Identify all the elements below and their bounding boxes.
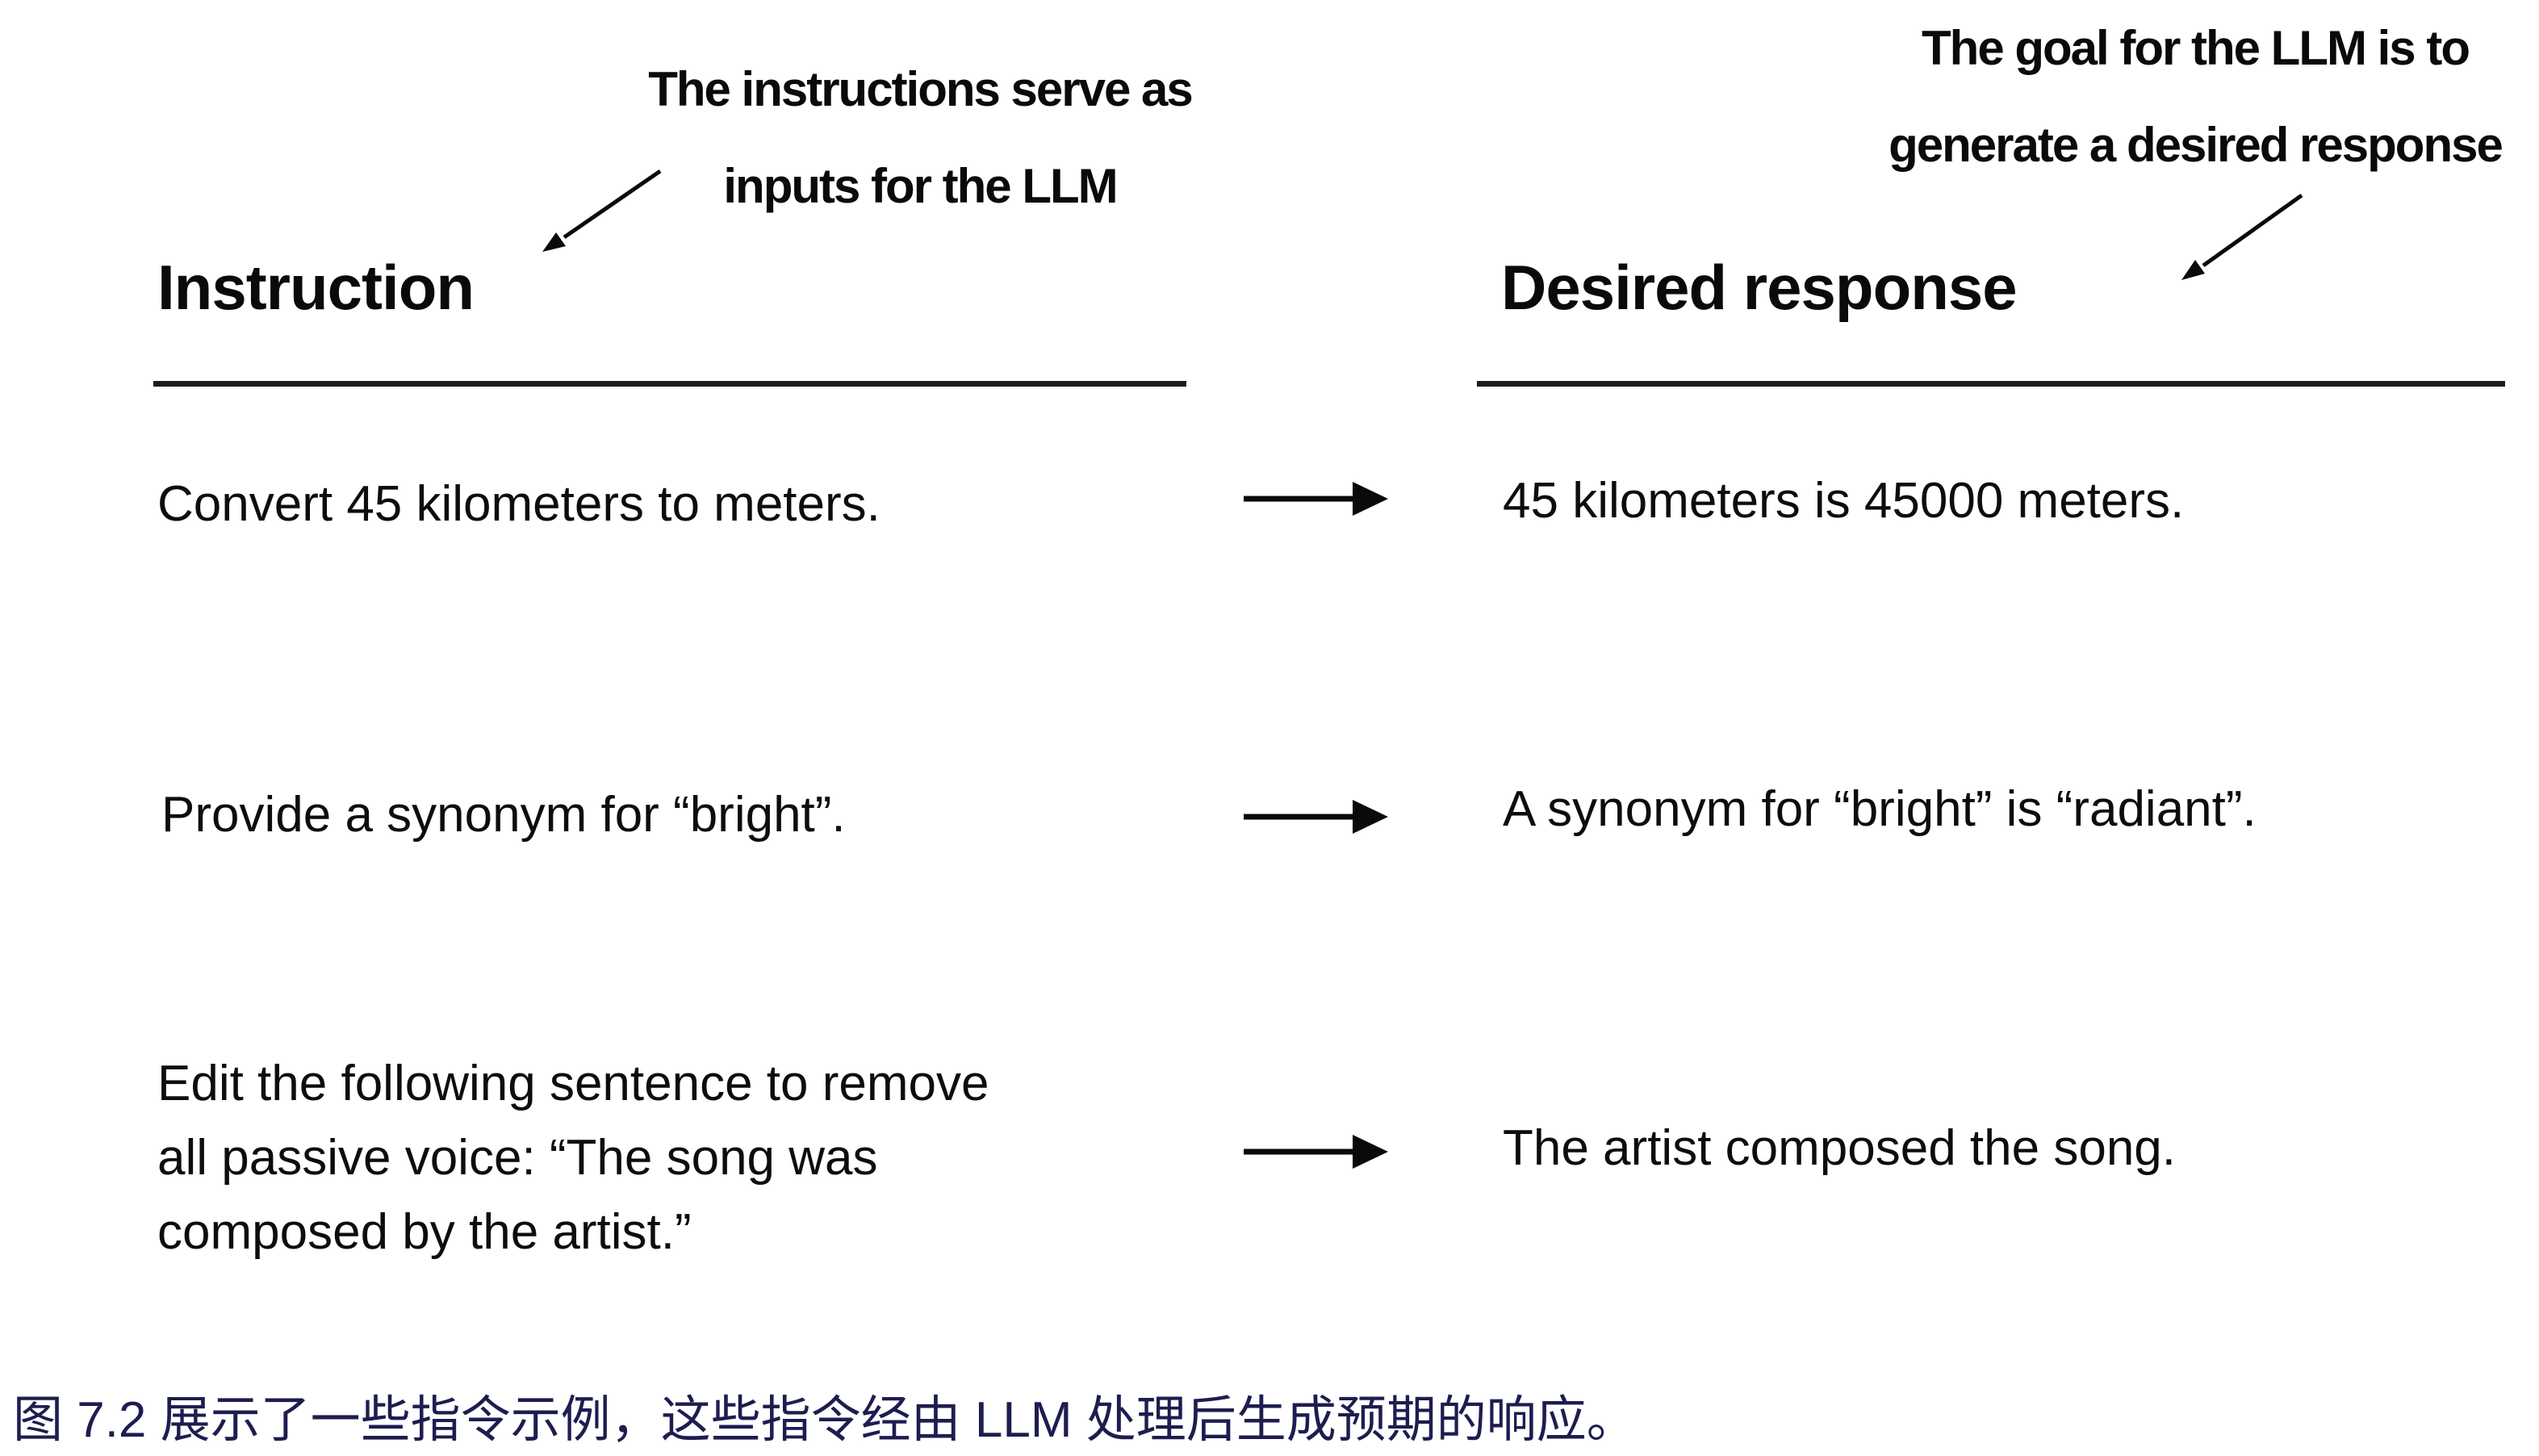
annotation-left-line2: inputs for the LLM	[723, 159, 1118, 213]
annotation-left: The instructions serve as inputs for the…	[517, 41, 1324, 235]
figure-caption: 图 7.2 展示了一些指令示例，这些指令经由 LLM 处理后生成预期的响应。	[13, 1392, 1637, 1448]
response-cell: The artist composed the song.	[1503, 1120, 2177, 1176]
arrow-down-left-icon	[2169, 186, 2315, 299]
annotation-right: The goal for the LLM is to generate a de…	[1832, 0, 2539, 194]
arrow-right-icon	[1241, 1128, 1391, 1176]
response-cell: 45 kilometers is 45000 meters.	[1503, 473, 2185, 529]
response-header-rule	[1477, 381, 2505, 387]
response-cell: A synonym for “bright” is “radiant”.	[1503, 781, 2257, 837]
response-column-header: Desired response	[1501, 252, 2018, 323]
annotation-right-line1: The goal for the LLM is to	[1922, 21, 2470, 75]
arrow-right-icon	[1241, 475, 1391, 523]
annotation-right-line2: generate a desired response	[1889, 118, 2503, 172]
instruction-header-rule	[153, 381, 1186, 387]
instruction-cell: Edit the following sentence to remove al…	[157, 1056, 989, 1260]
instruction-cell: Convert 45 kilometers to meters.	[157, 476, 880, 532]
arrow-right-icon	[1241, 793, 1391, 841]
annotation-left-line1: The instructions serve as	[648, 62, 1194, 116]
arrow-down-left-icon	[529, 160, 674, 265]
instruction-column-header: Instruction	[157, 252, 475, 323]
instruction-cell: Provide a synonym for “bright”.	[161, 787, 846, 843]
